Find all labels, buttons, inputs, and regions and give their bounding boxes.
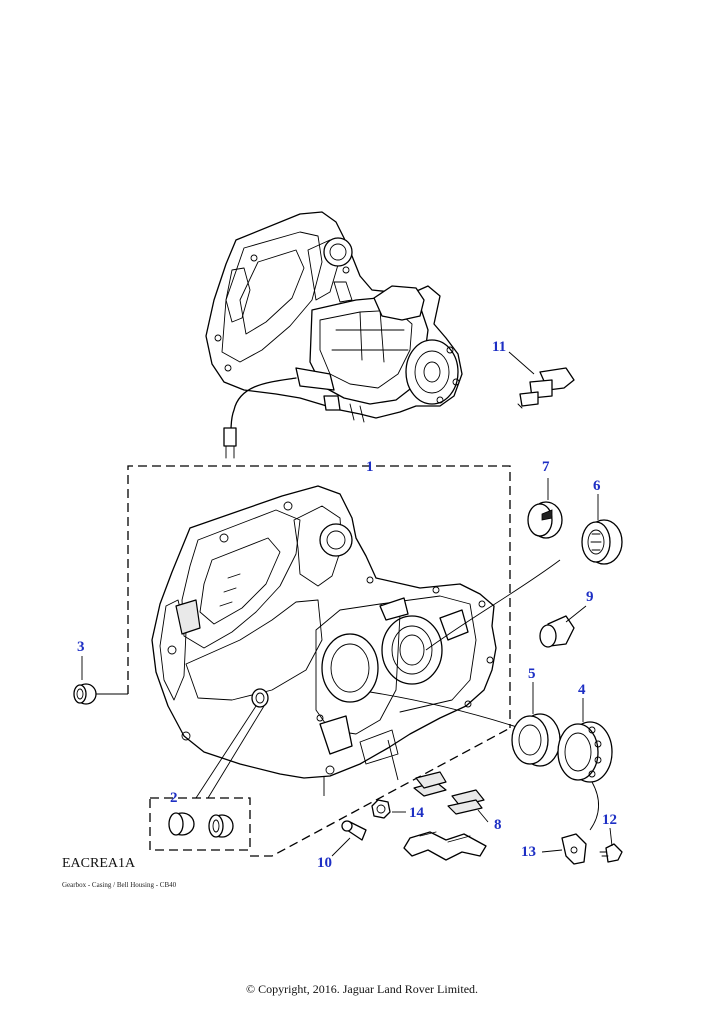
- callout-5: 5: [528, 666, 536, 682]
- callout-11: 11: [492, 339, 507, 355]
- callout-4: 4: [578, 682, 586, 698]
- callout-7: 7: [542, 459, 550, 475]
- callout-10: 10: [317, 855, 332, 871]
- part-6-seal: [581, 494, 623, 565]
- assembled-gearbox-illustration: [205, 211, 463, 459]
- part-10-pin: [331, 820, 367, 857]
- part-2-dowel-sleeves: [149, 797, 251, 851]
- callout-8: 8: [494, 817, 502, 833]
- callout-3: 3: [77, 639, 85, 655]
- callout-14: 14: [409, 805, 424, 821]
- kit-boundary: [127, 465, 511, 728]
- part-4-ball-bearing: [557, 698, 613, 831]
- part-8-magnets: [403, 771, 489, 861]
- callout-1: 1: [366, 459, 374, 475]
- part-1-gearbox-casing: [151, 485, 561, 799]
- callout-13: 13: [521, 844, 536, 860]
- kit-boundary-lower: [250, 727, 511, 857]
- part-7-cap: [527, 478, 563, 539]
- callout-2: 2: [170, 790, 178, 806]
- illustration-code: EACREA1A: [62, 856, 136, 871]
- part-5-bearing: [511, 682, 561, 767]
- part-12-bolt: [599, 827, 623, 863]
- callout-6: 6: [593, 478, 601, 494]
- part-13-clip: [541, 833, 587, 865]
- part-14-nut: [371, 799, 406, 819]
- callout-12: 12: [602, 812, 617, 828]
- copyright-notice: © Copyright, 2016. Jaguar Land Rover Lim…: [245, 982, 479, 996]
- part-9-plug: [539, 605, 587, 648]
- part-11-speed-sensor: [508, 351, 575, 409]
- illustration-caption: Gearbox - Casing / Bell Housing - CB40: [62, 881, 177, 889]
- part-3-bush: [73, 656, 97, 705]
- callout-9: 9: [586, 589, 594, 605]
